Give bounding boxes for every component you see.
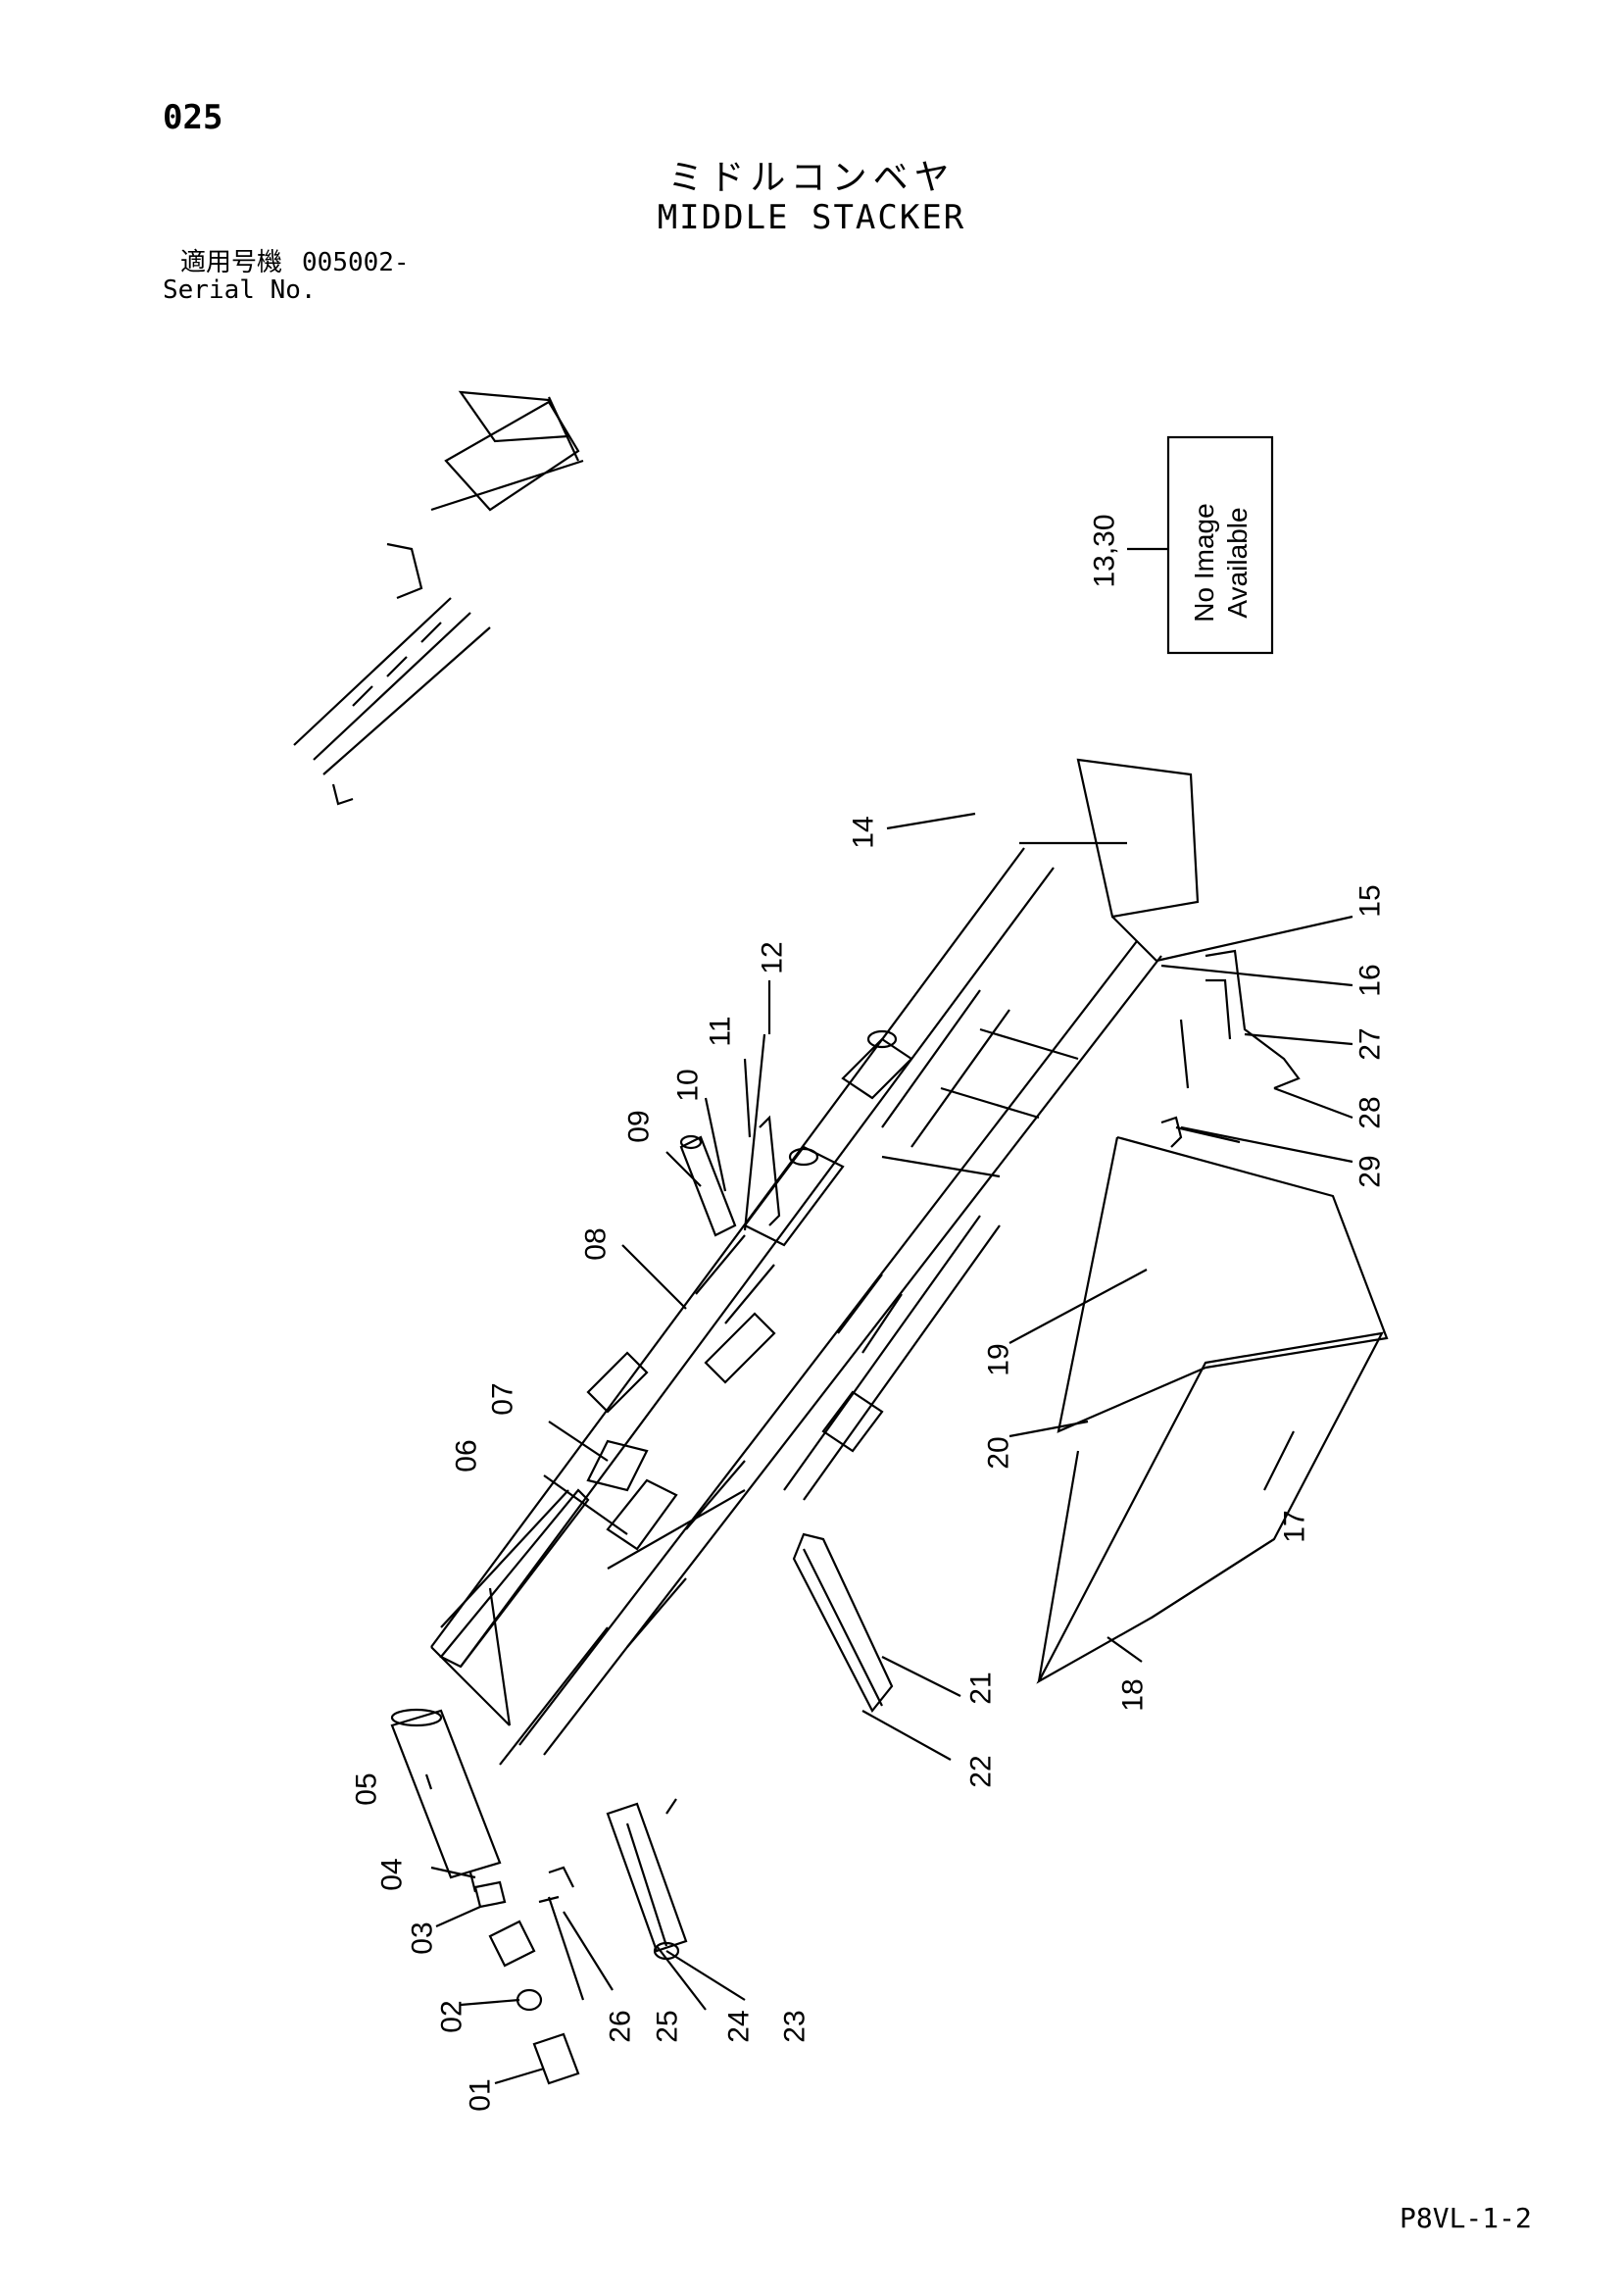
callout-26: 26	[604, 2010, 637, 2043]
no-image-line-2: Available	[1222, 507, 1253, 619]
callout-22: 22	[964, 1755, 998, 1788]
cylinder-and-chain	[679, 1033, 903, 1453]
no-image-line-1: No Image	[1189, 503, 1219, 623]
page-number: 025	[163, 98, 223, 137]
callout-13-30: 13,30	[1088, 514, 1121, 588]
serial-info: 適用号機 005002- Serial No.	[163, 249, 410, 304]
callout-25: 25	[651, 2010, 684, 2043]
callout-29: 29	[1353, 1155, 1387, 1188]
callout-04: 04	[375, 1858, 409, 1891]
callout-02: 02	[435, 2000, 468, 2033]
callout-23: 23	[778, 2010, 812, 2043]
callout-20: 20	[982, 1436, 1015, 1470]
callout-09: 09	[622, 1110, 656, 1143]
callout-11: 11	[704, 1016, 737, 1047]
callout-07: 07	[486, 1382, 519, 1416]
callout-03: 03	[406, 1922, 439, 1955]
side-brackets	[1160, 949, 1301, 1148]
page-title-japanese: ミドルコンベヤ	[667, 158, 956, 198]
callout-01: 01	[464, 2078, 497, 2112]
overview-thumbnail	[293, 390, 584, 806]
hopper-cover	[1036, 1135, 1389, 1684]
page-title: MIDDLE STACKER	[657, 198, 966, 237]
leader-lines	[424, 812, 1353, 2085]
serial-label: Serial No.	[163, 275, 317, 305]
no-image-box	[1166, 435, 1274, 655]
callout-15: 15	[1353, 884, 1387, 918]
callout-10: 10	[671, 1069, 705, 1102]
roller-assembly	[792, 1532, 894, 1714]
footer-code: P8VL-1-2	[1400, 2202, 1532, 2234]
callout-16: 16	[1353, 964, 1387, 997]
callout-28: 28	[1353, 1096, 1387, 1129]
callout-12: 12	[756, 941, 789, 974]
no-image-label: No Image Available	[1188, 494, 1254, 631]
callout-27: 27	[1353, 1027, 1387, 1061]
callout-14: 14	[847, 816, 880, 849]
callout-19: 19	[982, 1343, 1015, 1376]
callout-08: 08	[579, 1227, 613, 1261]
belt-segment	[430, 1488, 590, 1726]
conveyor-frame	[430, 758, 1200, 1766]
callout-06: 06	[450, 1439, 483, 1472]
serial-value: 005002-	[302, 248, 410, 277]
callout-21: 21	[964, 1672, 998, 1705]
serial-label-japanese: 適用号機	[180, 248, 283, 277]
callout-24: 24	[722, 2010, 756, 2043]
callout-18: 18	[1116, 1678, 1150, 1712]
callout-05: 05	[350, 1772, 383, 1806]
callout-17: 17	[1278, 1510, 1311, 1543]
